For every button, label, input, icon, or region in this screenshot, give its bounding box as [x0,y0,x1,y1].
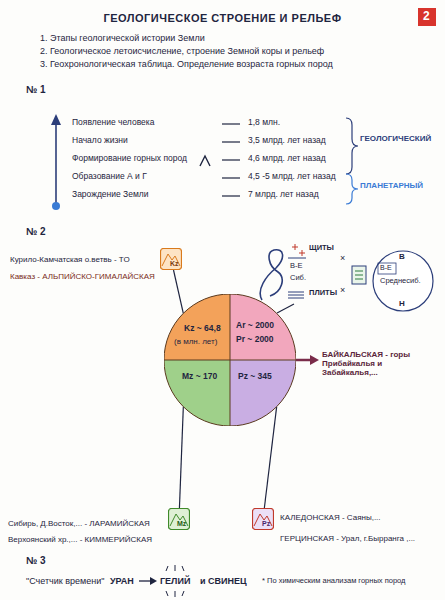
text-label: Сибирь, Д.Восток,... - ЛАРАМИЙСКАЯ [8,519,150,528]
platform-circle: В В-Е Среднесиб. Н [372,250,434,312]
text-label: Начало жизни [72,136,128,146]
time-axis [55,124,57,204]
text-label: Сиб. [290,274,306,283]
text-label: × [340,285,345,295]
arrow-head [150,577,157,585]
text-label: № 1 [26,84,46,96]
node-text: Pz ~ 345 [238,372,272,382]
node-text: Mz ~ 170 [182,372,217,382]
text-label: Появление человека [72,118,154,128]
rock-symbol [200,156,210,166]
era-sector: Kz ~ 64,8 (в млн. лет) [164,294,230,360]
text-label: * По химическим анализам горных пород [262,577,405,586]
era-icon: Pz [252,508,274,530]
node-text: Pz [262,520,270,528]
text-label: ГЕОЛОГИЧЕСКИЙ [360,134,431,143]
text-label: 2. Геологическое летоисчисление, строени… [40,46,324,56]
era-icon: Mz [168,508,190,530]
text-label: 3. Геохронологическая таблица. Определен… [40,59,333,69]
brace [346,118,358,174]
platform-symbol [260,250,282,300]
node-text: Ar ~ 2000 [236,321,274,331]
node-text: (в млн. лет) [174,337,217,346]
era-sector: Mz ~ 170 [164,360,230,426]
node-text: В [399,252,405,261]
text-label: 4,5 -5 млрд. лет назад [248,172,336,182]
arrow-head [310,355,319,365]
text-label: УРАН [110,576,134,586]
box-outline [419,9,436,26]
text-label: БАЙКАЛЬСКАЯ - горы Прибайкалья и Забайка… [322,350,438,378]
text-label: 1,8 млн. [248,118,280,128]
brace [346,174,358,204]
connector [179,407,183,508]
connector [264,407,276,508]
node-text: Kz [170,260,179,268]
node-text: Pr ~ 2000 [236,335,274,345]
text-label: 3,5 млрд. лет назад [248,136,326,146]
text-label: Зарождение Земли [72,190,149,200]
text-label: "Счетчик времени" [26,576,104,586]
era-sector: Ar ~ 2000 Pr ~ 2000 [230,294,296,360]
era-sector: Pz ~ 345 [230,360,296,426]
leader-line [277,304,294,313]
sector-outline [164,294,230,360]
text-label: № 3 [26,555,46,567]
node-text: Н [399,299,405,308]
page-badge: 2 [418,8,436,26]
text-label: В-Е [290,262,303,271]
sector-outline [230,294,296,360]
text-label: 1. Этапы геологической истории Земли [40,33,205,43]
plate-marks [288,292,304,298]
map-icon [352,266,366,284]
node-text: Среднесиб. [380,277,421,286]
node-text: В-Е [380,264,392,272]
text-label: 4,6 млрд. лет назад [248,154,326,164]
text-label: Курило-Камчатская о.ветвь - ТО [10,255,130,264]
arrow-shaft [296,359,312,362]
icon-frame [169,509,190,530]
arrow-head [51,114,61,125]
node-outline [164,360,230,426]
text-label: ЩИТЫ [309,244,334,253]
text-label: ПЛИТЫ [309,289,337,298]
text-label: × [340,253,345,263]
era-icon: Kz [160,248,182,270]
node-outline [230,360,296,426]
text-label: Кавказ - АЛЬПИЙСКО-ГИМАЛАЙСКАЯ [10,272,155,281]
page-title: ГЕОЛОГИЧЕСКОЕ СТРОЕНИЕ И РЕЛЬЕФ [0,12,445,25]
text-label: и СВИНЕЦ [200,576,247,586]
dash-lines [222,124,240,196]
text-label: ПЛАНЕТАРНЫЙ [360,181,423,190]
node-text: 2 [423,10,430,24]
sector-outline [164,360,230,426]
node-text: Kz ~ 64,8 [184,324,221,334]
text-label: ГЕРЦИНСКАЯ - Урал, г.Бырранга ,... [280,534,415,543]
sector-outline [230,360,296,426]
inner-box [378,263,396,274]
axis-dot [52,202,60,210]
text-label: Верхоянский хр.,... - КИММЕРИЙСКАЯ [8,535,152,544]
node-text: Mz [177,520,186,528]
shield-marks [288,244,306,258]
text-label: Образование А и Г [72,172,147,182]
text-label: КАЛЕДОНСКАЯ - Саяны,... [280,513,381,522]
icon-frame [253,509,274,530]
connector [173,270,183,313]
text-label: № 2 [26,226,46,238]
icon-frame [161,249,182,270]
text-label: 7 млрд. лет назад [248,190,319,200]
circle-outline [373,251,433,311]
text-label: ГЕЛИЙ [160,576,190,586]
text-label: Формирование горных пород [72,154,187,164]
